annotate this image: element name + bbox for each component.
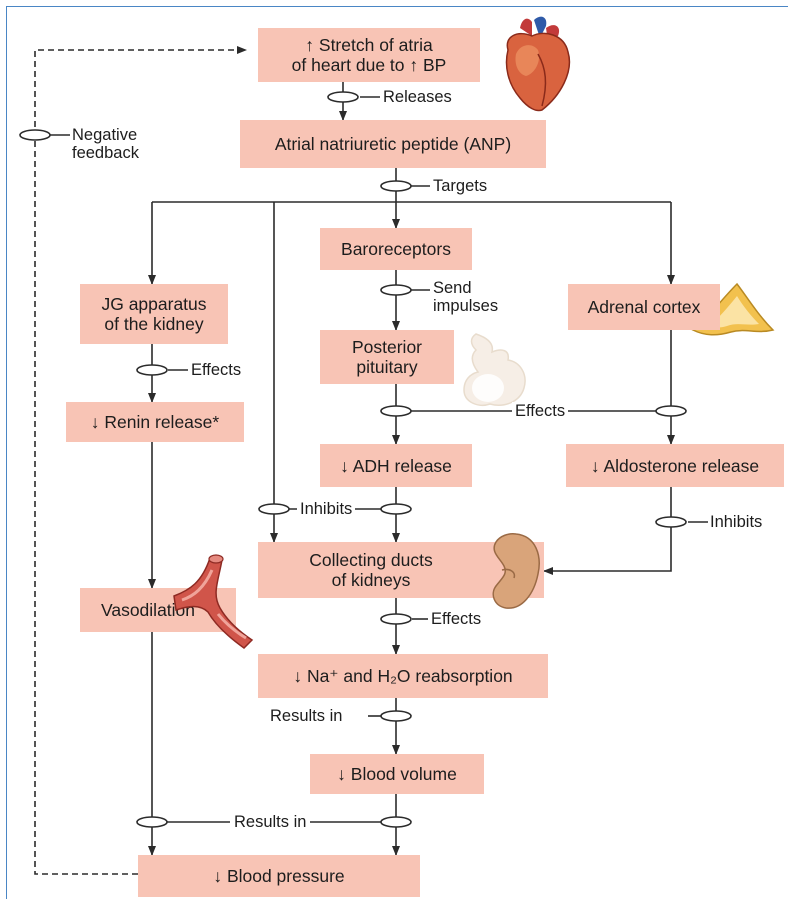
label-inhibits-left: Inhibits: [297, 500, 356, 518]
node-jg-line1: JG apparatus: [101, 294, 207, 314]
node-anp: Atrial natriuretic peptide (ANP): [240, 120, 546, 168]
heart-icon: [505, 16, 571, 112]
node-reabsorption-text: ↓ Na⁺ and H₂O reabsorption: [293, 666, 513, 686]
node-jg-line2: of the kidney: [104, 314, 204, 334]
node-adh-release: ↓ ADH release: [320, 444, 472, 487]
figure-frame: [6, 6, 788, 899]
pituitary-gland-icon: [463, 333, 526, 406]
node-blood-pressure: ↓ Blood pressure: [138, 855, 420, 897]
node-posterior-pituitary: Posterior pituitary: [320, 330, 454, 384]
node-baroreceptors-text: Baroreceptors: [341, 239, 451, 259]
node-collecting-line1: Collecting ducts: [309, 550, 433, 570]
node-blood-pressure-text: ↓ Blood pressure: [213, 866, 345, 886]
label-releases: Releases: [383, 88, 452, 106]
node-na-h2o-reabsorption: ↓ Na⁺ and H₂O reabsorption: [258, 654, 548, 698]
node-pituitary-line1: Posterior: [351, 337, 423, 357]
label-effects-jg: Effects: [191, 361, 242, 379]
node-renin-release: ↓ Renin release*: [66, 402, 244, 442]
node-aldosterone-release: ↓ Aldosterone release: [566, 444, 784, 487]
label-targets: Targets: [433, 177, 488, 195]
node-blood-volume: ↓ Blood volume: [310, 754, 484, 794]
node-stretch-of-atria: ↑ Stretch of atria of heart due to ↑ BP: [258, 28, 480, 82]
node-aldosterone-text: ↓ Aldosterone release: [590, 455, 760, 476]
blood-vessel-icon: [173, 554, 254, 649]
node-baroreceptors: Baroreceptors: [320, 228, 472, 270]
kidney-icon: [492, 533, 540, 609]
label-effects-middle: Effects: [512, 402, 569, 420]
node-stretch-line1: ↑ Stretch of atria: [305, 35, 433, 55]
node-collecting-line2: of kidneys: [331, 570, 411, 590]
dashed-negative-feedback-loop: [34, 46, 247, 875]
node-adrenal-cortex: Adrenal cortex: [568, 284, 720, 330]
arrow-aldosterone-to-collecting: [543, 487, 672, 575]
node-jg-apparatus: JG apparatus of the kidney: [80, 284, 228, 344]
node-pituitary-line2: pituitary: [356, 357, 418, 377]
node-adrenal-text: Adrenal cortex: [587, 297, 701, 317]
label-send-impulses: Send impulses: [433, 279, 499, 315]
label-results-in-volume: Results in: [270, 707, 343, 725]
node-stretch-line2: of heart due to ↑ BP: [291, 55, 447, 75]
node-vasodilation-text: Vasodilation: [100, 600, 196, 620]
receptor-rings: [19, 91, 687, 828]
node-anp-text: Atrial natriuretic peptide (ANP): [274, 134, 512, 154]
label-effects-ducts: Effects: [431, 610, 482, 628]
node-adh-text: ↓ ADH release: [340, 455, 452, 476]
label-results-in-bp: Results in: [230, 813, 311, 831]
node-renin-text: ↓ Renin release*: [90, 412, 220, 432]
label-negative-feedback: Negative feedback: [72, 126, 139, 162]
label-inhibits-right: Inhibits: [710, 513, 763, 531]
node-blood-volume-text: ↓ Blood volume: [337, 764, 457, 784]
